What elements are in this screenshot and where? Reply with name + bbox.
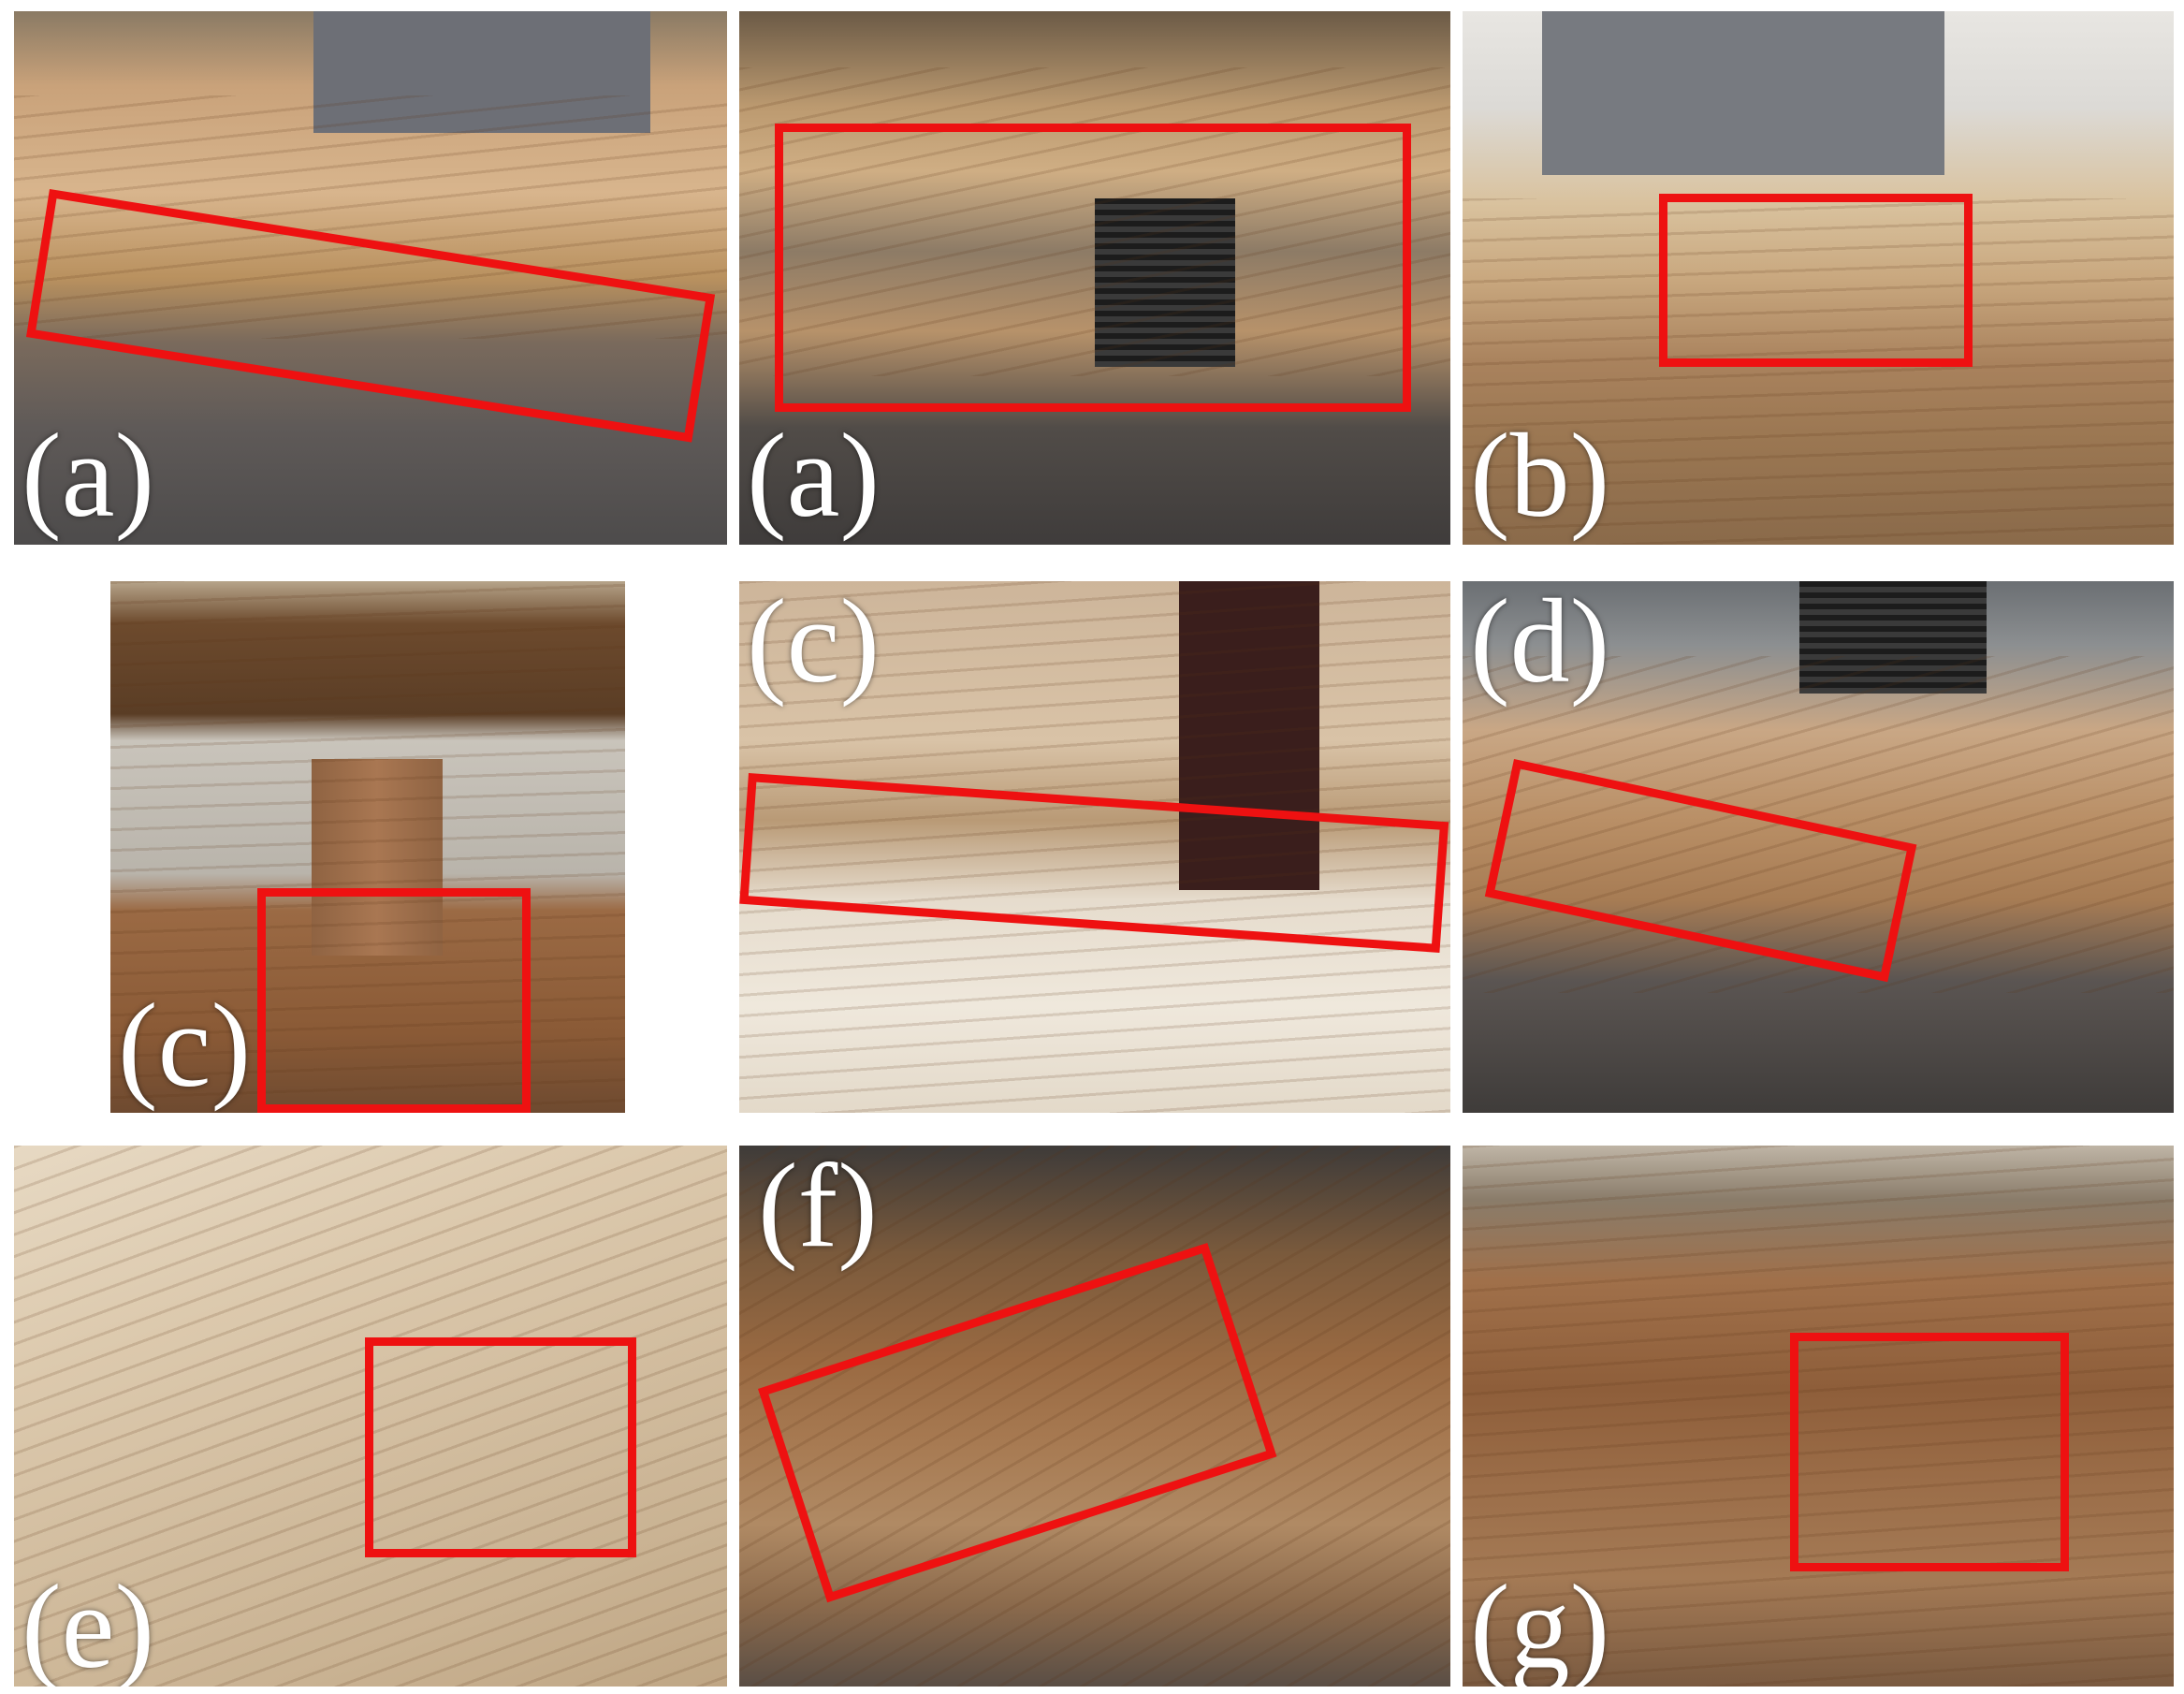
panel-label: (c): [747, 581, 881, 708]
dark-sealant-strip: [1179, 581, 1319, 890]
background-vent: [1095, 198, 1235, 367]
photo-panel-a-2: (a): [739, 11, 1450, 545]
loading-head: [1542, 11, 1944, 175]
panel-label: (a): [747, 409, 881, 542]
photo-panel-g: (g): [1463, 1146, 2174, 1687]
photo: [739, 1146, 1450, 1687]
background-vent: [1799, 581, 1987, 694]
failure-highlight-box: [1790, 1333, 2069, 1571]
failure-highlight-box: [1659, 194, 1973, 367]
photo-panel-c-1: (c): [110, 581, 625, 1113]
photo-panel-b: (b): [1463, 11, 2174, 545]
panel-label: (b): [1470, 409, 1610, 542]
vertical-member: [312, 759, 443, 956]
photo-panel-c-2: (c): [739, 581, 1450, 1113]
failure-highlight-box: [775, 124, 1411, 412]
loading-head: [313, 11, 650, 133]
panel-label: (f): [758, 1146, 878, 1272]
failure-highlight-box: [365, 1337, 636, 1557]
photo-panel-f: (f): [739, 1146, 1450, 1687]
panel-label: (d): [1470, 581, 1610, 708]
photo-panel-d: (d): [1463, 581, 2174, 1113]
photo-panel-e: (e): [14, 1146, 727, 1687]
photo: [739, 581, 1450, 1113]
photo: [1463, 1146, 2174, 1687]
panel-label: (g): [1470, 1560, 1610, 1687]
failure-highlight-box: [257, 888, 531, 1113]
panel-label: (e): [22, 1560, 155, 1687]
photo-panel-a-1: (a): [14, 11, 727, 545]
panel-label: (c): [118, 979, 252, 1112]
panel-label: (a): [22, 409, 155, 542]
